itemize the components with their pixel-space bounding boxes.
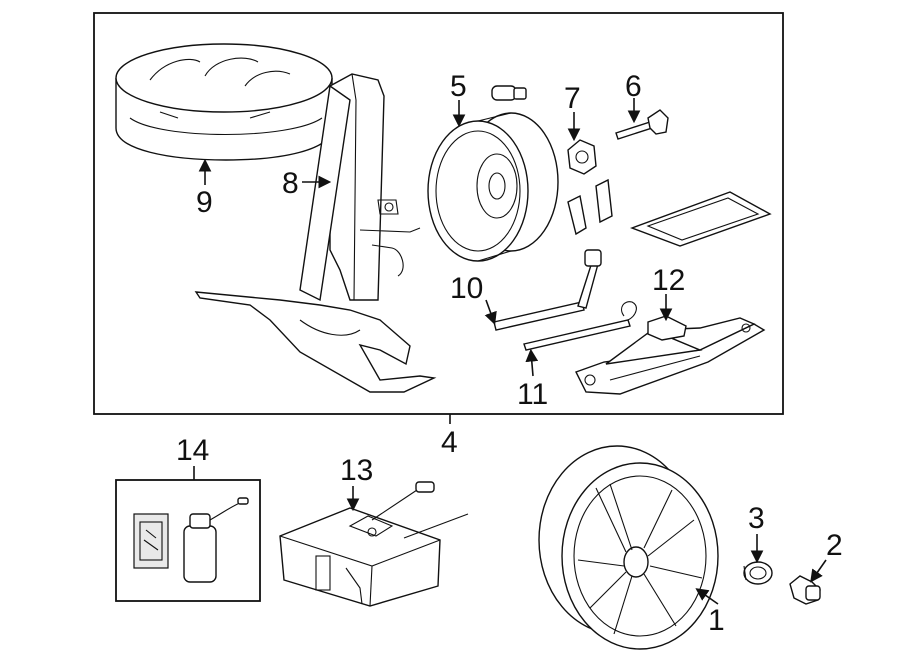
wheel-bolt-tool bbox=[615, 109, 669, 140]
callout-12: 12 bbox=[652, 264, 685, 297]
callout-4: 4 bbox=[441, 426, 458, 459]
callout-3: 3 bbox=[748, 502, 765, 535]
lug-wrench bbox=[493, 249, 602, 331]
callout-6: 6 bbox=[625, 70, 642, 103]
callout-9: 9 bbox=[196, 186, 213, 219]
jack-handle bbox=[523, 301, 637, 351]
callout-1: 1 bbox=[708, 604, 725, 637]
alloy-wheel bbox=[538, 445, 719, 650]
spare-wheel bbox=[427, 112, 559, 262]
lug-nut bbox=[789, 575, 821, 605]
tire-repair-kit bbox=[133, 497, 249, 583]
scissor-jack bbox=[575, 315, 766, 395]
wheel-lock-nut bbox=[567, 139, 613, 236]
lug-bolt bbox=[491, 85, 527, 101]
callout-11: 11 bbox=[517, 378, 548, 411]
callout-14: 14 bbox=[176, 434, 209, 467]
spare-tire-cover bbox=[115, 43, 333, 161]
callout-8: 8 bbox=[282, 167, 299, 200]
kit-frame bbox=[115, 479, 261, 602]
tire-inflator-compressor bbox=[279, 481, 469, 607]
tool-pouch bbox=[629, 191, 772, 247]
callout-7: 7 bbox=[564, 82, 581, 115]
callout-5: 5 bbox=[450, 70, 467, 103]
lock-nut bbox=[743, 561, 773, 585]
callout-2: 2 bbox=[826, 529, 843, 562]
spare-tire-bracket bbox=[194, 73, 437, 393]
callout-10: 10 bbox=[450, 272, 483, 305]
main-frame bbox=[93, 12, 784, 415]
leader-lines bbox=[193, 98, 827, 605]
callout-13: 13 bbox=[340, 454, 373, 487]
